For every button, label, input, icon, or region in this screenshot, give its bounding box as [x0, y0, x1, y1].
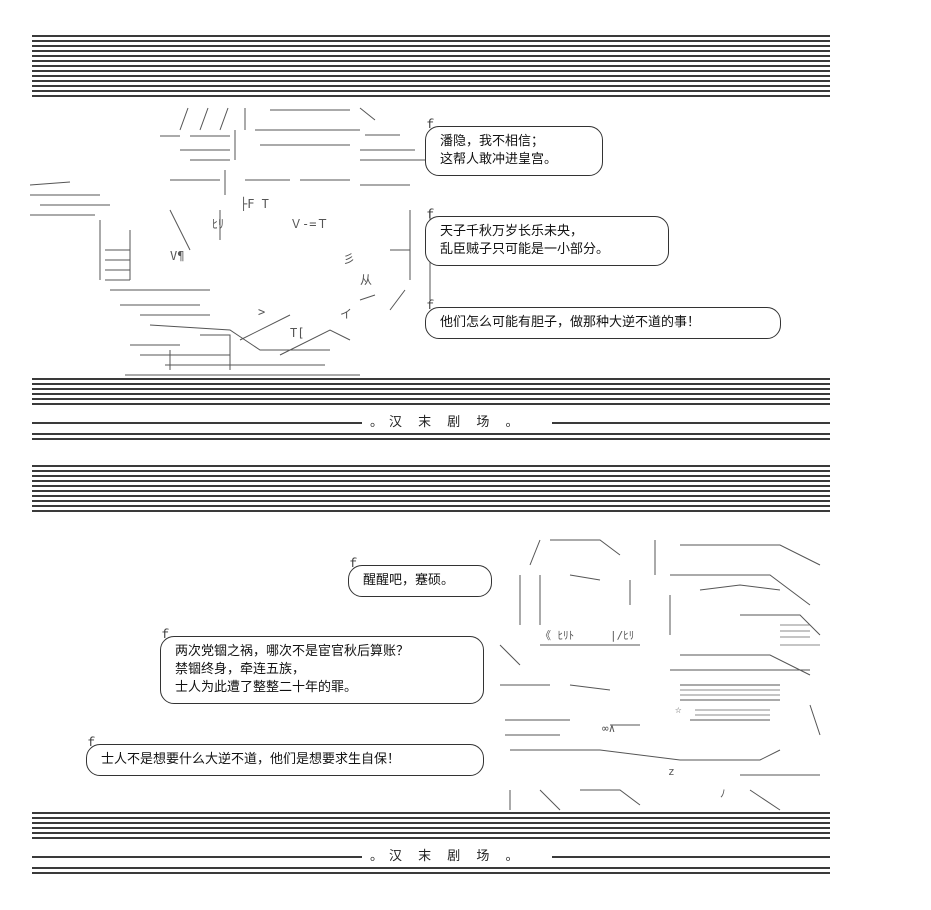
- speech-bubble-6: ｆ 士人不是想要什么大逆不道，他们是想要求生自保！: [85, 735, 484, 776]
- bubble-line: 这帮人敢冲进皇宫。: [440, 152, 558, 167]
- speech-bubble-1: ｆ 潘隐，我不相信； 这帮人敢冲进皇宫。: [424, 117, 603, 176]
- bubble-hook-icon: ｆ: [424, 298, 437, 312]
- top-rule-block: [32, 35, 830, 100]
- art-glyph: >: [258, 305, 265, 319]
- speech-bubble-4: ｆ 醒醒吧，蹇硕。: [347, 556, 492, 597]
- bubble-line: 士人为此遭了整整二十年的罪。: [175, 680, 358, 695]
- art-glyph: ├F T: [240, 196, 269, 211]
- bubble-line: 士人不是想要什么大逆不道，他们是想要求生自保！: [101, 752, 401, 767]
- art-glyph: |/ﾋﾘ: [610, 629, 634, 642]
- panel1-ascii-art: Ｖ-=Ｔ ﾋﾘ ├F T 彡 从 V¶ T[ > イ: [30, 107, 431, 376]
- speech-bubble-5: ｆ 两次党锢之祸，哪次不是宦官秋后算账？ 禁锢终身，牵连五族， 士人为此遭了整整…: [159, 627, 484, 704]
- panel2-header-rules: [32, 465, 830, 515]
- art-glyph: 彡: [343, 252, 355, 266]
- panel2-banner: 。汉 末 剧 场 。: [32, 847, 830, 867]
- speech-bubble-2: ｆ 天子千秋万岁长乐未央， 乱臣贼子只可能是一小部分。: [424, 207, 669, 266]
- art-glyph: ﾉ: [720, 787, 726, 800]
- bubble-line: 醒醒吧，蹇硕。: [363, 573, 455, 588]
- bubble-line: 禁锢终身，牵连五族，: [175, 662, 306, 677]
- art-glyph: V¶: [170, 249, 184, 263]
- art-glyph: 从: [360, 273, 372, 287]
- bubble-hook-icon: ｆ: [424, 207, 437, 221]
- art-glyph: z: [668, 765, 675, 778]
- speech-bubble-3: ｆ 他们怎么可能有胆子，做那种大逆不道的事！: [424, 298, 781, 339]
- panel2-ascii-art: 《 ﾋﾘﾄ |/ﾋﾘ ∞∧ ☆ z ﾉ: [499, 539, 821, 811]
- bubble-line: 两次党锢之祸，哪次不是宦官秋后算账？: [175, 644, 410, 659]
- bubble-hook-icon: ｆ: [347, 556, 360, 570]
- banner-title: 。汉 末 剧 场 。: [370, 415, 525, 430]
- panel2-bottom-rules: [32, 867, 830, 877]
- bubble-hook-icon: ｆ: [85, 735, 98, 749]
- panel1-bottom-rules: [32, 433, 830, 443]
- art-glyph: ∞∧: [602, 722, 615, 735]
- art-glyph: ☆: [675, 703, 682, 716]
- panel2-footer-rules: [32, 812, 830, 842]
- bubble-line: 他们怎么可能有胆子，做那种大逆不道的事！: [440, 315, 701, 330]
- art-glyph: T[: [290, 326, 304, 340]
- bubble-line: 天子千秋万岁长乐未央，: [440, 224, 584, 239]
- bubble-hook-icon: ｆ: [159, 627, 172, 641]
- banner-title: 。汉 末 剧 场 。: [370, 849, 525, 864]
- art-glyph: ﾋﾘ: [212, 217, 224, 231]
- bubble-hook-icon: ｆ: [424, 117, 437, 131]
- bubble-line: 乱臣贼子只可能是一小部分。: [440, 242, 610, 257]
- panel1-banner: 。汉 末 剧 场 。: [32, 413, 830, 433]
- bubble-line: 潘隐，我不相信；: [440, 134, 545, 149]
- art-glyph: イ: [340, 307, 352, 321]
- art-glyph: 《 ﾋﾘﾄ: [540, 629, 574, 642]
- panel1-footer-rules: [32, 378, 830, 408]
- art-glyph: Ｖ-=Ｔ: [290, 217, 328, 231]
